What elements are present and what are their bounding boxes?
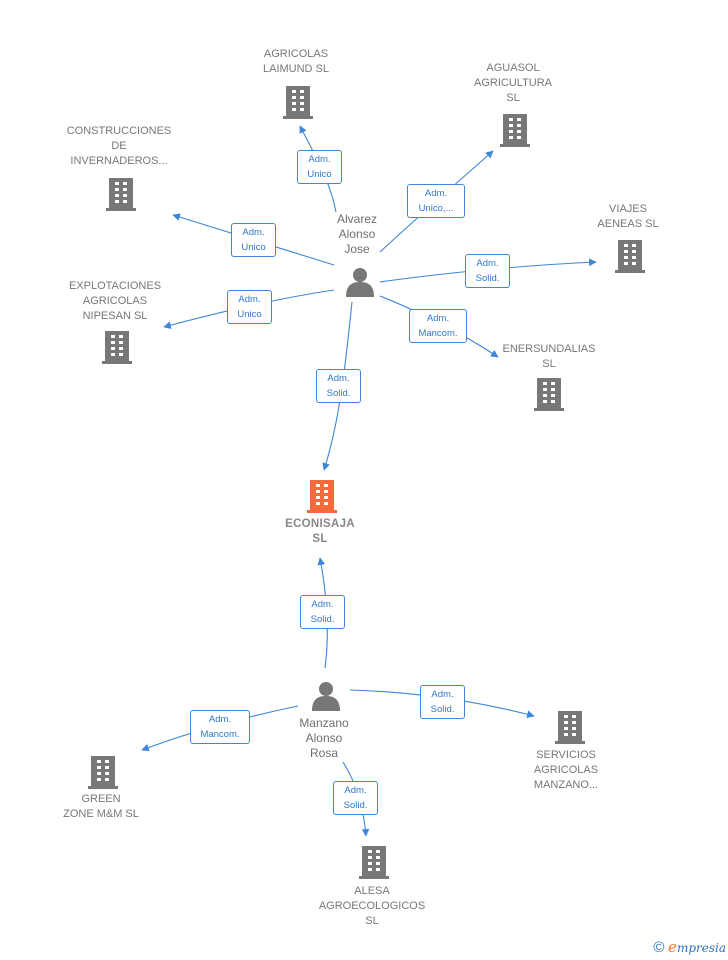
edge-label-servicios: Adm. Solid. bbox=[420, 685, 465, 719]
building-icon-servicios bbox=[555, 711, 585, 744]
node-label-agricolas-laimund[interactable]: AGRICOLAS LAIMUND SL bbox=[262, 48, 330, 75]
building-icon-alesa bbox=[359, 846, 389, 879]
edge-label-explotaciones: Adm. Unico bbox=[227, 290, 272, 324]
brand-logo-text: mpresia bbox=[676, 941, 726, 955]
building-icon-green-zone bbox=[88, 756, 118, 789]
node-label-aguasol[interactable]: AGUASOL AGRICULTURA SL bbox=[473, 62, 553, 104]
node-label-enersundalias[interactable]: ENERSUNDALIAS SL bbox=[502, 343, 596, 370]
person-icon-alvarez bbox=[346, 268, 374, 297]
brand-footer[interactable]: © empresia bbox=[653, 938, 726, 956]
edge-label-alvarez-econisaja: Adm. Solid. bbox=[316, 369, 361, 403]
person-label-alvarez[interactable]: Alvarez Alonso Jose bbox=[336, 212, 377, 256]
building-icon-econisaja bbox=[307, 480, 337, 513]
edge-label-alesa: Adm. Solid. bbox=[333, 781, 378, 815]
brand-logo-e: e bbox=[668, 938, 677, 956]
edge-label-green-zone: Adm. Mancom. bbox=[190, 710, 250, 744]
building-icon-aguasol bbox=[500, 114, 530, 147]
building-icon-viajes bbox=[615, 240, 645, 273]
node-label-viajes-aeneas[interactable]: VIAJES AENEAS SL bbox=[597, 203, 659, 230]
node-label-explotaciones[interactable]: EXPLOTACIONES AGRICOLAS NIPESAN SL bbox=[68, 280, 162, 322]
node-label-servicios[interactable]: SERVICIOS AGRICOLAS MANZANO... bbox=[533, 749, 599, 791]
building-icon-construcciones bbox=[106, 178, 136, 211]
building-icon-enersundalias bbox=[534, 378, 564, 411]
person-icon-manzano bbox=[312, 682, 340, 711]
edge-label-laimund: Adm. Unico bbox=[297, 150, 342, 184]
edge-label-aguasol: Adm. Unico,... bbox=[407, 184, 465, 218]
edge-label-viajes: Adm. Solid. bbox=[465, 254, 510, 288]
edge-label-manzano-econisaja: Adm. Solid. bbox=[300, 595, 345, 629]
building-icon-explotaciones bbox=[102, 331, 132, 364]
building-icon-laimund bbox=[283, 86, 313, 119]
node-label-econisaja[interactable]: ECONISAJA SL bbox=[285, 518, 355, 545]
edge-label-enersundalias: Adm. Mancom. bbox=[409, 309, 467, 343]
copyright-icon: © bbox=[653, 939, 665, 956]
node-label-green-zone[interactable]: GREEN ZONE M&M SL bbox=[63, 793, 139, 820]
node-label-alesa[interactable]: ALESA AGROECOLOGICOS SL bbox=[318, 885, 426, 927]
node-label-construcciones[interactable]: CONSTRUCCIONES DE INVERNADEROS... bbox=[66, 125, 172, 167]
person-label-manzano[interactable]: Manzano Alonso Rosa bbox=[299, 716, 349, 760]
edge-label-construcciones: Adm. Unico bbox=[231, 223, 276, 257]
